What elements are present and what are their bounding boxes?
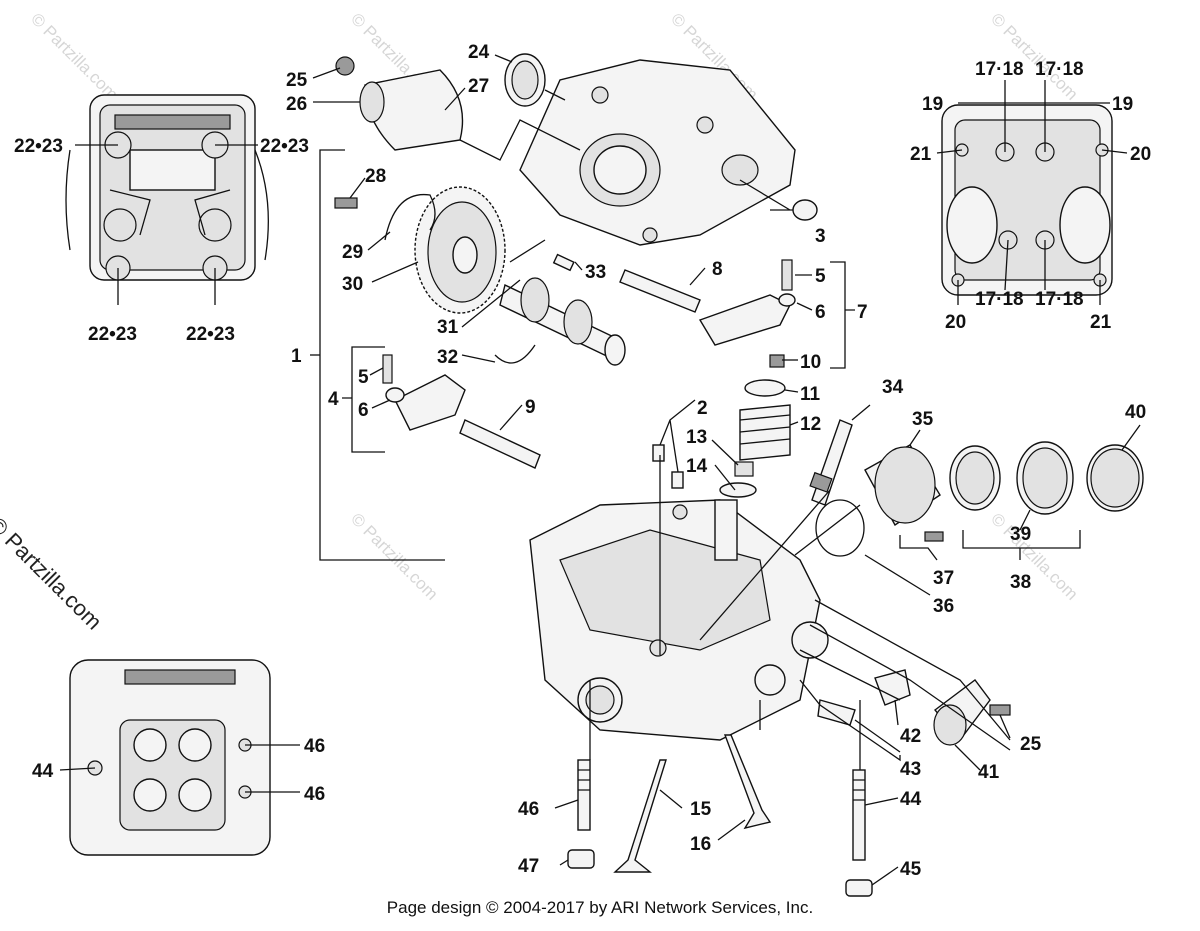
label-30: 30 [342,274,363,295]
label-7: 7 [857,302,868,323]
cylinder-head-top-view-right [941,104,1113,296]
label-5: 5 [815,266,826,287]
watermark: © Partzilla.com [987,509,1081,603]
watermark: © Partzilla.com [347,509,441,603]
part-15-valve [613,759,667,873]
part-42-thermostat [874,669,911,706]
cylinder-head-top-view [65,94,269,281]
cylinder-head-bottom-view [69,659,271,856]
label-21: 21 [910,144,932,165]
label-10: 10 [800,352,821,373]
watermark: © Partzilla.com [987,9,1081,103]
label-34: 34 [882,377,904,398]
label-32: 32 [437,347,458,368]
label-17-18: 17·18 [975,289,1024,310]
label-31: 31 [437,317,459,338]
label-44: 44 [900,789,922,810]
part-34-spark-plug [809,419,853,506]
label-22-23: 22•23 [260,136,309,157]
label-3: 3 [815,226,826,247]
label-24: 24 [468,42,490,63]
label-25: 25 [1020,734,1042,755]
watermark: © Partzilla.com [27,9,121,103]
label-6: 6 [815,302,826,323]
label-28: 28 [365,166,386,187]
leader-lines [59,54,1141,886]
part-9-rocker-shaft [459,419,541,469]
cylinder-head-main [529,499,829,741]
label-16: 16 [690,834,711,855]
valve-spring-stack [719,354,791,498]
label-33: 33 [585,262,606,283]
label-1: 1 [291,346,302,367]
label-4: 4 [328,389,339,410]
label-47: 47 [518,856,539,877]
label-26: 26 [286,94,307,115]
part-30-cam-sprocket [414,186,506,314]
label-13: 13 [686,427,707,448]
label-35: 35 [912,409,934,430]
label-6: 6 [358,400,369,421]
part-28-29-bolt-clip [334,193,436,241]
label-29: 29 [342,242,363,263]
label-42: 42 [900,726,921,747]
part-44-stud [852,769,866,861]
label-17-18: 17·18 [1035,59,1084,80]
label-46: 46 [304,736,325,757]
callout-labels: 22•23 22•23 22•23 22•23 25 26 27 24 28 2… [14,42,1151,880]
label-22-23: 22•23 [88,324,137,345]
part-2-dowels [652,444,684,489]
label-44: 44 [32,761,54,782]
label-46: 46 [304,784,325,805]
label-20: 20 [1130,144,1151,165]
label-25: 25 [286,70,308,91]
label-22-23: 22•23 [186,324,235,345]
label-36: 36 [933,596,954,617]
label-12: 12 [800,414,821,435]
intake-boot-assembly [864,441,1144,527]
label-41: 41 [978,762,1000,783]
label-39: 39 [1010,524,1031,545]
part-3-plug [792,199,818,221]
part-43-temp-sensor [817,699,856,726]
part-32-clip [494,344,536,364]
part-33-pin [552,253,575,272]
rocker-arm-left [382,354,466,431]
label-19: 19 [922,94,943,115]
part-37-screw [924,531,944,542]
label-45: 45 [900,859,922,880]
part-8-rocker-shaft [619,269,701,313]
label-14: 14 [686,456,708,477]
label-19: 19 [1112,94,1133,115]
label-11: 11 [800,384,821,405]
part-47-nut [567,849,595,869]
part-16-valve [723,734,772,830]
label-37: 37 [933,568,954,589]
part-46-stud [577,759,591,831]
part-45-nut [845,879,873,897]
label-40: 40 [1125,402,1146,423]
label-27: 27 [468,76,489,97]
label-17-18: 17·18 [975,59,1024,80]
label-15: 15 [690,799,712,820]
label-21: 21 [1090,312,1112,333]
label-38: 38 [1010,572,1031,593]
cam-cover [519,59,796,246]
label-43: 43 [900,759,921,780]
part-24-seal-ring [504,53,546,107]
label-20: 20 [945,312,966,333]
page-footer: Page design © 2004-2017 by ARI Network S… [386,898,814,917]
part-36-o-ring [815,499,865,557]
label-46: 46 [518,799,539,820]
rocker-arm-right [698,259,796,346]
part-41-outlet-housing [933,679,1011,746]
label-22-23: 22•23 [14,136,63,157]
part-31-camshaft [499,277,626,366]
label-5: 5 [358,367,369,388]
label-9: 9 [525,397,536,418]
label-8: 8 [712,259,723,280]
label-2: 2 [697,398,708,419]
label-17-18: 17·18 [1035,289,1084,310]
